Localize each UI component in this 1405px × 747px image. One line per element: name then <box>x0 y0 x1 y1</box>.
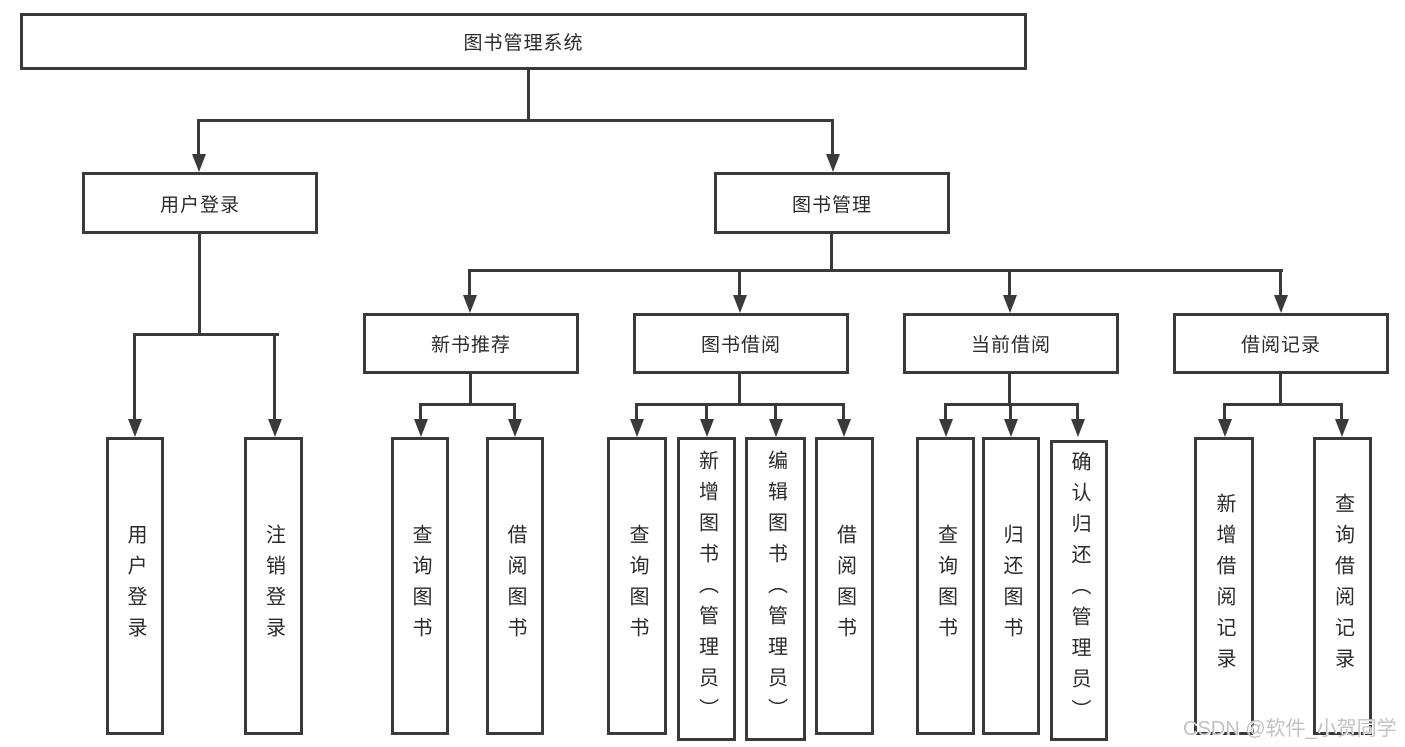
node-current-borrow: 当前借阅 <box>903 313 1119 374</box>
connector-g2-rail <box>635 403 845 406</box>
arrowhead-nb-query <box>414 419 428 437</box>
arrowhead-ul-login <box>128 419 142 437</box>
node-cb-return-books: 归还图书 <box>982 437 1040 735</box>
node-root: 图书管理系统 <box>20 13 1027 70</box>
node-bb-borrow-books: 借阅图书 <box>815 437 874 735</box>
arrowhead-new-book <box>463 295 477 313</box>
arrowhead-br-add <box>1218 419 1232 437</box>
node-cb-confirm-return: 确认归还（管理员） <box>1050 440 1108 741</box>
node-bb-edit-books-label: 编辑图书（管理员） <box>764 449 787 729</box>
connector-g4-rail <box>1223 403 1343 406</box>
node-br-query-record: 查询借阅记录 <box>1313 437 1372 735</box>
node-br-add-record: 新增借阅记录 <box>1194 437 1254 735</box>
connector-l1-right-drop <box>831 119 834 158</box>
arrowhead-bb-edit <box>769 419 783 437</box>
connector-g1-drop-2 <box>513 403 516 423</box>
node-br-add-record-label: 新增借阅记录 <box>1213 493 1235 679</box>
connector-l3-drop-3 <box>1008 269 1011 299</box>
node-ul-logout: 注销登录 <box>244 437 303 735</box>
node-cb-query-books-label: 查询图书 <box>934 524 957 648</box>
node-bb-query-books: 查询图书 <box>607 437 667 735</box>
arrowhead-cb-query <box>939 419 953 437</box>
arrowhead-bb-query <box>630 419 644 437</box>
arrowhead-bb-add <box>700 419 714 437</box>
connector-g3-drop-2 <box>1009 403 1012 423</box>
node-ul-logout-label: 注销登录 <box>262 524 285 648</box>
connector-root-stem <box>527 70 530 120</box>
node-borrow-records: 借阅记录 <box>1173 313 1389 374</box>
connector-g1-stem <box>469 374 472 406</box>
node-user-login: 用户登录 <box>82 172 318 234</box>
connector-g2-drop-4 <box>842 403 845 423</box>
node-book-borrow: 图书借阅 <box>633 313 849 374</box>
arrowhead-borrow-records <box>1274 295 1288 313</box>
connector-l3-drop-4 <box>1279 269 1282 299</box>
connector-l1-left-drop <box>197 119 200 158</box>
connector-ul-left-drop <box>133 333 136 423</box>
connector-g3-drop-1 <box>944 403 947 423</box>
connector-g2-stem <box>738 374 741 406</box>
arrowhead-book-borrow <box>733 295 747 313</box>
node-cb-query-books: 查询图书 <box>916 437 975 735</box>
connector-ul-stem <box>198 234 201 335</box>
connector-ul-right-drop <box>273 333 276 423</box>
node-bb-query-books-label: 查询图书 <box>626 524 648 648</box>
arrowhead-user-login <box>192 154 206 172</box>
node-nb-query-books-label: 查询图书 <box>409 524 431 648</box>
connector-ul-rail <box>133 333 279 336</box>
node-cb-confirm-return-label: 确认归还（管理员） <box>1068 451 1090 730</box>
node-nb-borrow-books-label: 借阅图书 <box>504 524 526 648</box>
connector-g1-drop-1 <box>419 403 422 423</box>
csdn-watermark: CSDN @软件_小贺同学 <box>1183 718 1397 740</box>
node-new-book-rec: 新书推荐 <box>363 313 579 374</box>
node-cb-return-books-label: 归还图书 <box>1000 524 1022 648</box>
connector-g4-drop-1 <box>1223 403 1226 423</box>
arrowhead-bb-borrow <box>837 419 851 437</box>
arrowhead-nb-borrow <box>508 419 522 437</box>
node-book-mgmt: 图书管理 <box>714 172 950 234</box>
node-br-query-record-label: 查询借阅记录 <box>1331 493 1354 679</box>
connector-g4-drop-2 <box>1340 403 1343 423</box>
node-nb-borrow-books: 借阅图书 <box>486 437 544 735</box>
connector-g2-drop-3 <box>774 403 777 423</box>
connector-g4-stem <box>1279 374 1282 406</box>
arrowhead-book-mgmt <box>826 154 840 172</box>
connector-g1-rail <box>419 403 516 406</box>
node-ul-login-label: 用户登录 <box>124 524 146 648</box>
connector-g2-drop-1 <box>635 403 638 423</box>
arrowhead-cb-return <box>1004 419 1018 437</box>
node-bb-borrow-books-label: 借阅图书 <box>833 524 856 648</box>
node-bb-add-books-label: 新增图书（管理员） <box>695 449 718 729</box>
connector-g2-drop-2 <box>705 403 708 423</box>
connector-l3-drop-1 <box>468 269 471 299</box>
node-bb-edit-books: 编辑图书（管理员） <box>745 437 806 741</box>
connector-bm-stem <box>830 234 833 271</box>
arrowhead-current-borrow <box>1003 295 1017 313</box>
arrowhead-cb-confirm <box>1071 419 1085 437</box>
arrowhead-ul-logout <box>268 419 282 437</box>
connector-g3-drop-3 <box>1076 403 1079 423</box>
arrowhead-br-query <box>1335 419 1349 437</box>
node-nb-query-books: 查询图书 <box>391 437 449 735</box>
connector-l3-rail <box>468 269 1283 272</box>
connector-l1-rail <box>197 119 834 122</box>
connector-l3-drop-2 <box>738 269 741 299</box>
node-bb-add-books: 新增图书（管理员） <box>677 437 736 741</box>
node-ul-login: 用户登录 <box>106 437 164 735</box>
connector-g3-stem <box>1008 374 1011 406</box>
